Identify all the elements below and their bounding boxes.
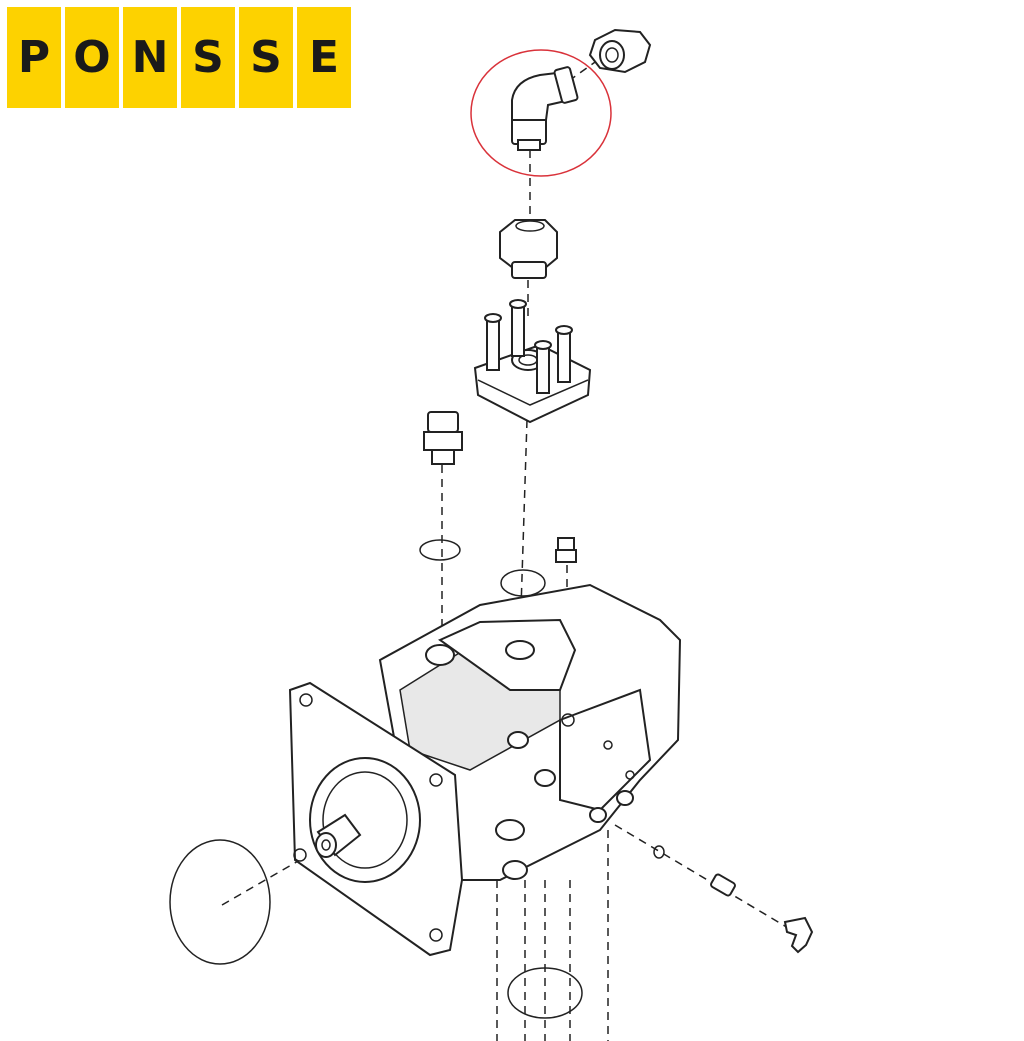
- elbow-fitting[interactable]: [511, 66, 579, 151]
- hydraulic-pump[interactable]: [288, 583, 682, 957]
- hex-nipple-fitting[interactable]: [588, 28, 652, 74]
- elbow-fitting-small[interactable]: [783, 916, 814, 954]
- logo-letter: S: [239, 7, 293, 108]
- bolt: [484, 313, 502, 371]
- logo-letter: O: [65, 7, 119, 108]
- o-ring-large[interactable]: [169, 839, 271, 965]
- bolt: [555, 325, 573, 383]
- assembly-lines: [221, 59, 801, 1041]
- plug-fitting[interactable]: [710, 873, 736, 897]
- logo-letter: N: [123, 7, 177, 108]
- seal-washer[interactable]: [653, 845, 665, 859]
- straight-fitting[interactable]: [423, 411, 463, 465]
- bolt: [509, 299, 527, 357]
- flange-block[interactable]: [473, 299, 592, 424]
- ponsse-logo: P O N S S E: [7, 7, 351, 108]
- adapter-fitting[interactable]: [499, 219, 558, 279]
- logo-letter: E: [297, 7, 351, 108]
- bolt: [534, 340, 552, 394]
- highlight-circle: [470, 49, 612, 177]
- logo-letter: P: [7, 7, 61, 108]
- o-ring-small[interactable]: [419, 539, 461, 561]
- o-ring-bottom[interactable]: [507, 967, 583, 1019]
- bleed-fitting[interactable]: [555, 537, 577, 563]
- logo-letter: S: [181, 7, 235, 108]
- o-ring-flange[interactable]: [500, 569, 546, 597]
